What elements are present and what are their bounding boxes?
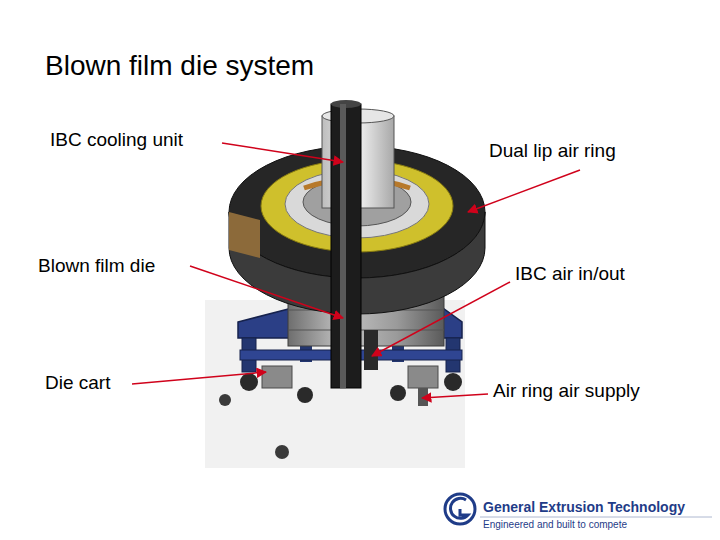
- leader-lines: [132, 143, 580, 398]
- part-label: Blown film die: [38, 255, 155, 277]
- leader-line: [222, 143, 343, 162]
- leader-line: [132, 372, 266, 384]
- leader-line: [422, 394, 488, 398]
- part-label: IBC air in/out: [515, 263, 625, 285]
- part-label: Dual lip air ring: [489, 140, 616, 162]
- logo-text: General Extrusion Technology: [483, 499, 685, 515]
- leader-line: [372, 282, 510, 356]
- logo-text: Engineered and built to compete: [483, 519, 627, 531]
- leader-line: [468, 170, 580, 212]
- slide-title: Blown film die system: [45, 50, 314, 82]
- part-label: Air ring air supply: [493, 380, 640, 402]
- part-label: Die cart: [45, 372, 110, 394]
- leader-line: [190, 266, 343, 318]
- part-label: IBC cooling unit: [50, 129, 183, 151]
- ibc-cooling-unit: [322, 100, 394, 388]
